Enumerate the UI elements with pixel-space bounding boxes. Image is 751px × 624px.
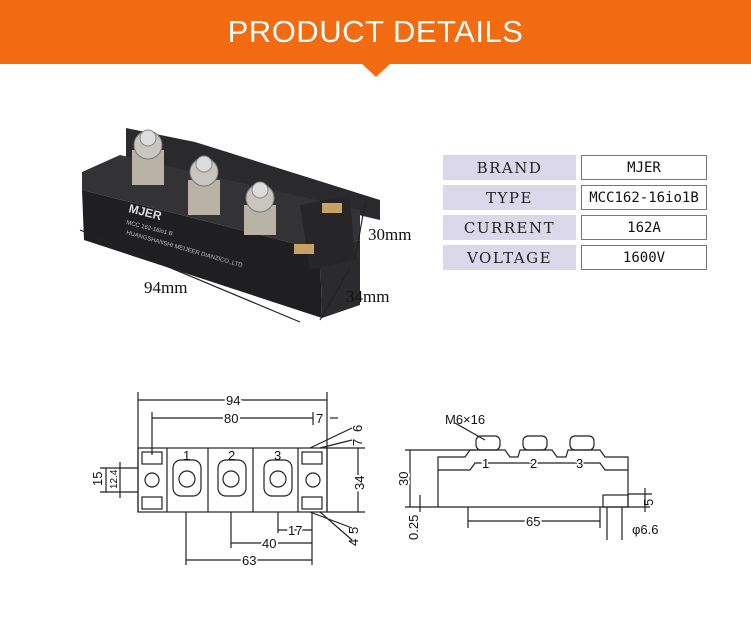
spec-value: MJER bbox=[581, 155, 707, 180]
gate-pins bbox=[294, 244, 314, 254]
dim-7b: 7 bbox=[350, 439, 365, 446]
product-photo: MJER MCC 162-16io1 B HUANGSHANSHI MEIJEE… bbox=[79, 128, 411, 323]
dim-line bbox=[79, 229, 301, 323]
spec-row-current: CURRENT 162A bbox=[443, 215, 707, 240]
side-terminal-1: 1 bbox=[482, 456, 489, 471]
terminal-label-1: 1 bbox=[183, 448, 190, 463]
dim-width-label: 34mm bbox=[346, 287, 389, 306]
module-back bbox=[126, 128, 380, 220]
module-front bbox=[82, 190, 322, 318]
dim-63: 63 bbox=[242, 553, 256, 568]
dim-34: 34 bbox=[352, 476, 367, 490]
dim-hole: φ6.6 bbox=[632, 522, 659, 537]
dim-17: 17 bbox=[288, 523, 302, 538]
spec-row-voltage: VOLTAGE 1600V bbox=[443, 245, 707, 270]
spec-row-brand: BRAND MJER bbox=[443, 155, 707, 180]
side-view-drawing bbox=[405, 422, 652, 540]
spec-label: TYPE bbox=[443, 185, 576, 210]
terminal-screw bbox=[244, 181, 276, 235]
dim-0-25: 0.25 bbox=[406, 515, 421, 540]
dim-4: 4 bbox=[346, 539, 361, 546]
dim-40: 40 bbox=[262, 536, 276, 551]
top-view-drawing bbox=[100, 392, 365, 565]
terminal-label-2: 2 bbox=[228, 448, 235, 463]
spec-value: 162A bbox=[581, 215, 707, 240]
dim-height-label: 30mm bbox=[368, 225, 411, 244]
dim-30: 30 bbox=[396, 472, 411, 486]
spec-row-type: TYPE MCC162-16io1B bbox=[443, 185, 707, 210]
dim-line bbox=[354, 202, 366, 261]
terminal-screw bbox=[188, 155, 220, 215]
page-title: PRODUCT DETAILS bbox=[227, 14, 524, 49]
dim-length-label: 94mm bbox=[144, 278, 187, 297]
spec-label: BRAND bbox=[443, 155, 576, 180]
dim-15: 15 bbox=[90, 472, 105, 486]
banner-arrow bbox=[361, 63, 391, 77]
dim-6: 6 bbox=[350, 425, 365, 432]
dim-screw: M6×16 bbox=[445, 412, 485, 427]
dim-5-foot: 5 bbox=[641, 499, 656, 506]
dim-80: 80 bbox=[224, 411, 238, 426]
spec-value: 1600V bbox=[581, 245, 707, 270]
dim-94: 94 bbox=[226, 393, 240, 408]
dim-line bbox=[319, 267, 351, 321]
dim-5: 5 bbox=[346, 527, 361, 534]
terminal-label-3: 3 bbox=[274, 448, 281, 463]
spec-table: BRAND MJER TYPE MCC162-16io1B CURRENT 16… bbox=[443, 155, 707, 275]
dim-7: 7 bbox=[316, 411, 323, 426]
dim-12-4: 12.4 bbox=[109, 469, 120, 489]
gate-pins bbox=[322, 203, 342, 213]
side-terminal-3: 3 bbox=[576, 456, 583, 471]
terminal-screw bbox=[132, 129, 164, 185]
header-banner bbox=[0, 0, 751, 64]
spec-label: VOLTAGE bbox=[443, 245, 576, 270]
spec-label: CURRENT bbox=[443, 215, 576, 240]
dim-65: 65 bbox=[526, 514, 540, 529]
side-terminal-2: 2 bbox=[530, 456, 537, 471]
spec-value: MCC162-16io1B bbox=[581, 185, 707, 210]
